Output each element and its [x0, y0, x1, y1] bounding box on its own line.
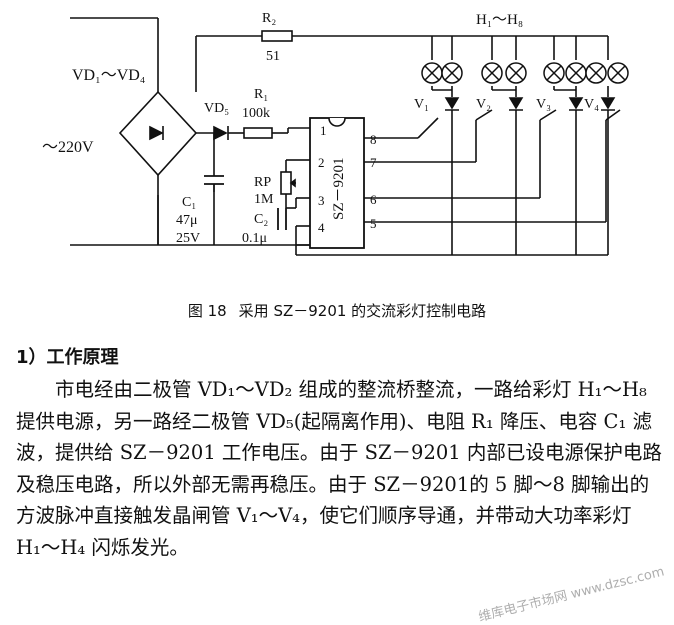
pin-2: 2: [318, 155, 325, 170]
body-text: 市电经由二极管 VD₁～VD₂ 组成的整流桥整流，一路给彩灯 H₁～H₈ 提供电…: [16, 374, 662, 563]
thyristor: [508, 97, 524, 111]
label-v1: V₁: [414, 97, 429, 112]
resistor-r1: [243, 127, 273, 139]
label-r2-value: 51: [266, 49, 280, 64]
watermark: 维库电子市场网 www.dzsc.com: [477, 564, 666, 625]
label-r2: R₂: [262, 11, 276, 26]
potentiometer-rp: [280, 171, 296, 195]
label-r1: R₁: [254, 87, 268, 102]
chip-sz9201: SZ－9201 1 2 3 4 5 6 7 8: [309, 117, 377, 249]
lamp: [607, 62, 629, 84]
lamp: [421, 62, 443, 84]
pin-1: 1: [320, 123, 327, 138]
figure-caption: 图 18 采用 SZ－9201 的交流彩灯控制电路: [0, 300, 674, 321]
label-v2: V₂: [476, 97, 491, 112]
thyristors: [444, 97, 616, 111]
paragraph: 市电经由二极管 VD₁～VD₂ 组成的整流桥整流，一路给彩灯 H₁～H₈ 提供电…: [16, 378, 662, 559]
label-bridge: VD₁～VD₄: [72, 67, 146, 84]
lamp: [585, 62, 607, 84]
circuit-diagram: SZ－9201 1 2 3 4 5 6 7 8 VD₁～VD₄ ～220V R₂…: [42, 11, 629, 256]
label-c2-value: 0.1μ: [242, 231, 267, 246]
lamp: [481, 62, 503, 84]
pin-8: 8: [370, 132, 377, 147]
resistor-r2: [261, 30, 293, 42]
lamp: [441, 62, 463, 84]
figure-number: 图 18: [187, 302, 227, 320]
label-v4: V₄: [584, 97, 599, 112]
label-ac-source: ～220V: [42, 139, 94, 156]
label-c1: C₁: [182, 195, 196, 210]
pin-7: 7: [370, 155, 377, 170]
chip-label: SZ－9201: [331, 157, 347, 220]
lamp: [565, 62, 587, 84]
label-rp: RP: [254, 175, 271, 190]
label-rp-value: 1M: [254, 192, 274, 207]
figure-caption-text: 采用 SZ－9201 的交流彩灯控制电路: [238, 302, 487, 320]
lamp: [505, 62, 527, 84]
capacitor-c2: [277, 208, 287, 230]
thyristor: [444, 97, 460, 111]
thyristor: [568, 97, 584, 111]
lamps: [421, 62, 629, 84]
bridge-rectifier: [118, 90, 198, 195]
pin-5: 5: [370, 216, 377, 231]
wires: [70, 17, 621, 256]
pin-6: 6: [370, 192, 377, 207]
label-v3: V₃: [536, 97, 551, 112]
label-c1-cap: 47μ: [176, 213, 198, 228]
lamp: [543, 62, 565, 84]
label-c2: C₂: [254, 212, 268, 227]
label-r1-value: 100k: [242, 106, 270, 121]
label-c1-volt: 25V: [176, 231, 200, 246]
section-heading: 1）工作原理: [16, 347, 119, 368]
diode-vd5: [213, 125, 229, 141]
pin-3: 3: [318, 193, 325, 208]
label-vd5: VD₅: [204, 101, 229, 116]
capacitor-c1: [204, 175, 224, 192]
label-lamps: H₁～H₈: [476, 12, 523, 28]
pin-4: 4: [318, 220, 325, 235]
thyristor: [600, 97, 616, 111]
